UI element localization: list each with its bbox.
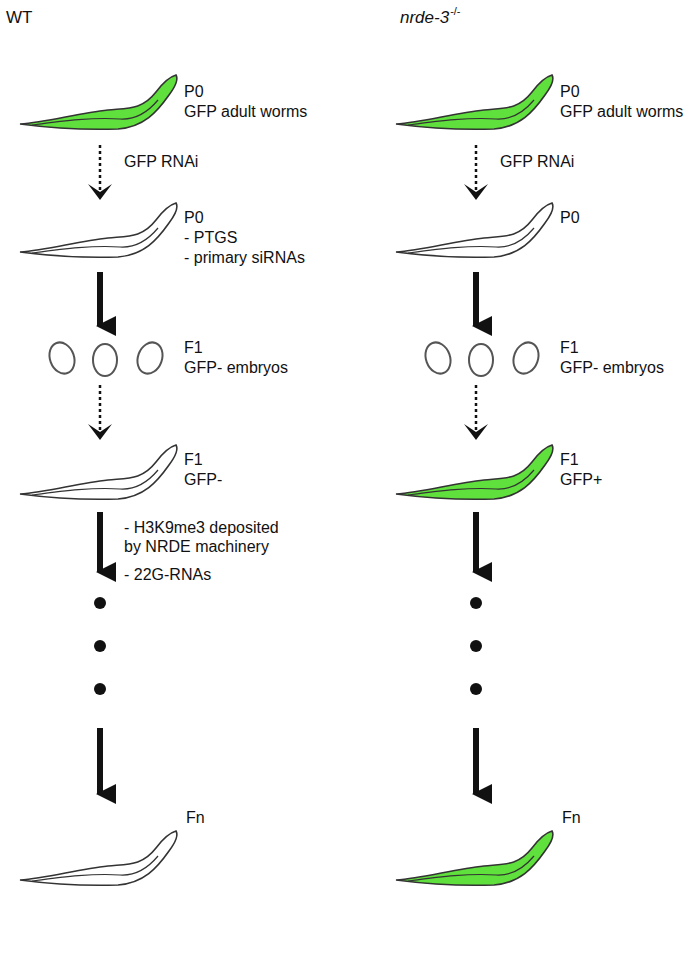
gfp-worm — [20, 75, 177, 129]
silenced-worm — [20, 831, 177, 885]
solid-arrow — [97, 512, 103, 572]
treatment-label: GFP RNAi — [124, 152, 198, 171]
phenotype-label: GFP- — [184, 470, 222, 489]
stage-description: GFP adult worms — [184, 102, 307, 121]
genotype-superscript: -/- — [450, 5, 460, 17]
phenotype-label: GFP+ — [560, 470, 602, 489]
solid-arrow — [97, 728, 103, 794]
silenced-worm — [396, 203, 553, 257]
stage-description: GFP- embryos — [560, 358, 664, 377]
generation-dot — [94, 597, 106, 609]
generation-dot — [470, 640, 482, 652]
embryo — [509, 339, 542, 377]
column-heading: nrde-3 — [400, 8, 449, 27]
embryo — [421, 339, 454, 377]
dotted-arrow — [88, 145, 112, 200]
solid-arrow — [97, 272, 103, 326]
treatment-label: GFP RNAi — [500, 152, 574, 171]
generation-label: F1 — [184, 450, 203, 469]
process-note: - primary siRNAs — [184, 248, 305, 267]
generation-label: Fn — [562, 808, 581, 827]
solid-arrow — [473, 728, 479, 794]
generation-dot — [470, 597, 482, 609]
generation-label: F1 — [184, 338, 203, 357]
embryo — [469, 344, 493, 376]
dotted-arrow — [464, 385, 488, 440]
generation-dot — [94, 683, 106, 695]
silenced-worm — [20, 203, 177, 257]
column-heading: WT — [6, 8, 32, 27]
gfp-worm — [396, 445, 553, 499]
generation-dot — [94, 640, 106, 652]
solid-arrow — [473, 272, 479, 326]
silenced-worm — [20, 445, 177, 499]
stage-description: GFP- embryos — [184, 358, 288, 377]
process-note: - PTGS — [184, 228, 237, 247]
process-note: - 22G-RNAs — [124, 565, 211, 584]
generation-label: F1 — [560, 338, 579, 357]
generation-label: P0 — [560, 82, 580, 101]
embryo — [93, 344, 117, 376]
generation-label: P0 — [560, 208, 580, 227]
generation-label: P0 — [184, 208, 204, 227]
embryo — [45, 339, 78, 377]
dotted-arrow — [464, 145, 488, 200]
generation-label: Fn — [186, 808, 205, 827]
generation-label: P0 — [184, 82, 204, 101]
dotted-arrow — [88, 385, 112, 440]
generation-dot — [470, 683, 482, 695]
embryo — [133, 339, 166, 377]
gfp-worm — [396, 831, 553, 885]
gfp-worm — [396, 75, 553, 129]
stage-description: GFP adult worms — [560, 102, 683, 121]
solid-arrow — [473, 512, 479, 572]
process-note: - H3K9me3 deposited by NRDE machinery — [124, 518, 292, 556]
generation-label: F1 — [560, 450, 579, 469]
